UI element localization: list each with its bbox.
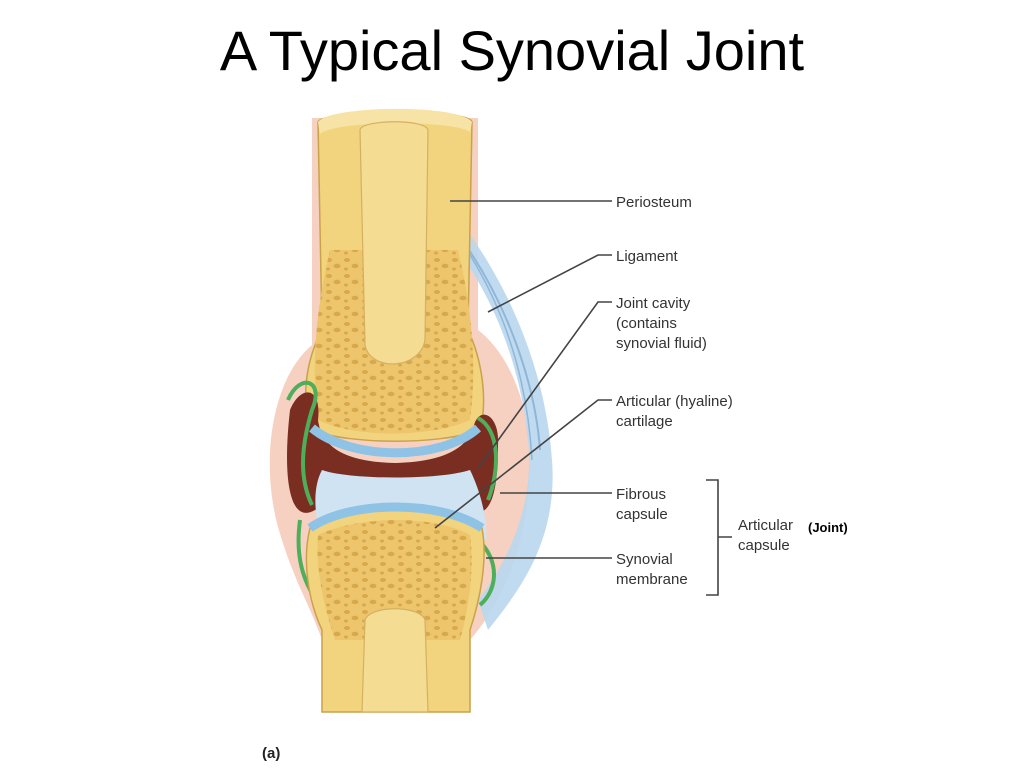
- label-synovial-membrane-1: Synovial: [616, 551, 673, 568]
- leader-ligament: [487, 254, 612, 313]
- synovial-membrane: [286, 380, 498, 607]
- label-joint-cavity-2: (contains: [616, 315, 677, 332]
- label-articular-capsule-1: Articular: [738, 517, 793, 534]
- lower-marrow-cavity: [361, 608, 429, 713]
- label-joint-note: (Joint): [808, 520, 848, 535]
- leader-articular-cartilage: [434, 399, 612, 529]
- panel-label: (a): [262, 745, 280, 762]
- upper-marrow-cavity: [359, 121, 429, 365]
- ligament: [450, 215, 553, 630]
- label-joint-cavity-1: Joint cavity: [616, 295, 691, 312]
- label-articular-cartilage-2: cartilage: [616, 413, 673, 430]
- lower-spongy-bone: [317, 520, 472, 640]
- label-articular-capsule-2: capsule: [738, 537, 790, 554]
- upper-articular-cartilage: [309, 424, 481, 458]
- articular-capsule-bracket: [706, 479, 732, 596]
- label-articular-cartilage-1: Articular (hyaline): [616, 393, 733, 410]
- lower-articular-cartilage: [307, 502, 485, 532]
- label-fibrous-capsule-1: Fibrous: [616, 486, 666, 503]
- label-synovial-membrane-2: membrane: [616, 571, 688, 588]
- leader-joint-cavity: [477, 301, 612, 469]
- label-ligament: Ligament: [616, 248, 679, 265]
- label-joint-cavity-3: synovial fluid): [616, 335, 707, 352]
- label-fibrous-capsule-2: capsule: [616, 506, 668, 523]
- slide-title: A Typical Synovial Joint: [219, 19, 805, 82]
- label-periosteum: Periosteum: [616, 194, 692, 211]
